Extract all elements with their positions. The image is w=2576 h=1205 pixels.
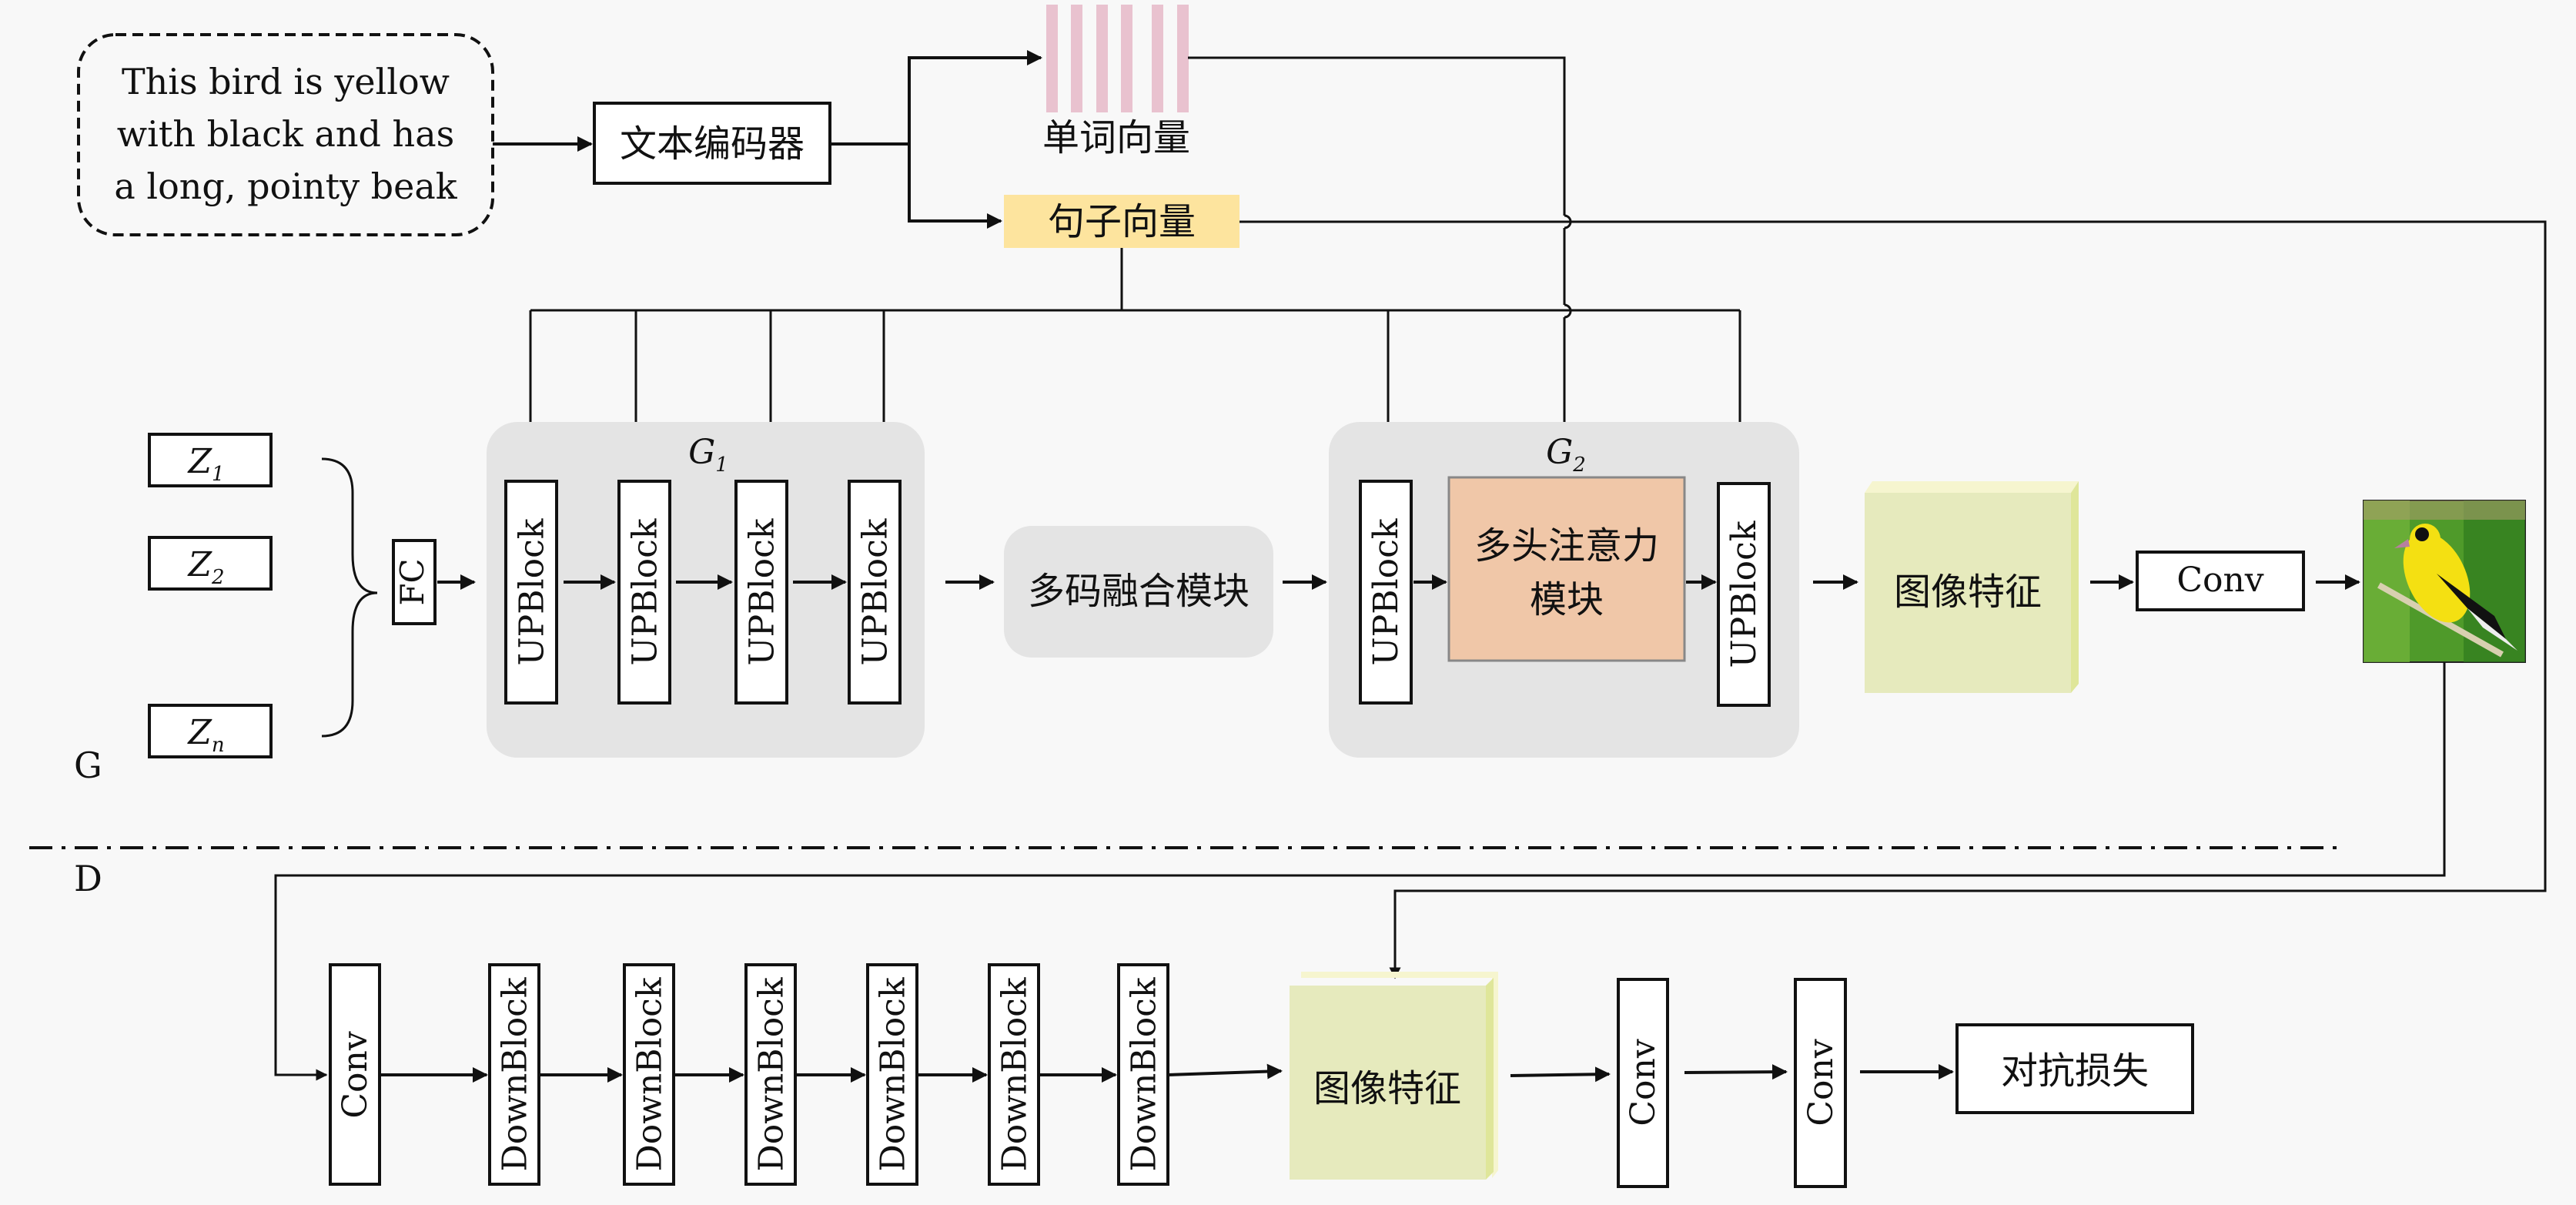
noise-brace bbox=[321, 457, 378, 738]
g2-upblock-2: UPBlock bbox=[1717, 482, 1771, 707]
down-block: DownBlock bbox=[744, 963, 797, 1186]
arrow-to-word-vectors bbox=[908, 50, 1042, 144]
generator-section-label: G bbox=[74, 745, 102, 786]
g1-upblock: UPBlock bbox=[617, 480, 671, 705]
sentence-vector-box: 句子向量 bbox=[1004, 195, 1239, 248]
g1-upblocks: UPBlock UPBlock UPBlock UPBlock bbox=[504, 480, 902, 705]
g1-upblock-label: UPBlock bbox=[512, 518, 551, 665]
attention-label-line2: 模块 bbox=[1530, 578, 1604, 621]
attention-label-line1: 多头注意力 bbox=[1474, 524, 1659, 567]
sentence-bus-drops bbox=[529, 310, 1741, 422]
svg-text:Conv: Conv bbox=[336, 1031, 375, 1118]
noise-input-z2: Z2 bbox=[148, 536, 273, 591]
generated-bird-image bbox=[2363, 500, 2526, 663]
input-text-line: with black and has bbox=[117, 113, 454, 155]
down-block-label: DownBlock bbox=[995, 977, 1034, 1171]
word-vectors-label: 单词向量 bbox=[1042, 116, 1190, 159]
down-block: DownBlock bbox=[623, 963, 675, 1186]
input-text-line: a long, pointy beak bbox=[114, 166, 457, 207]
word-vector-bar bbox=[1177, 5, 1189, 112]
down-block-label: DownBlock bbox=[630, 977, 669, 1171]
svg-text:Conv: Conv bbox=[1624, 1039, 1663, 1126]
g1-upblock: UPBlock bbox=[734, 480, 788, 705]
d-conv-2: Conv bbox=[1794, 978, 1847, 1188]
down-block: DownBlock bbox=[988, 963, 1040, 1186]
arrow-feature-to-conv bbox=[1510, 1066, 1611, 1083]
down-block-arrows bbox=[380, 1063, 1283, 1083]
word-vectors bbox=[1046, 5, 1189, 112]
svg-text:Z2: Z2 bbox=[186, 545, 224, 589]
adversarial-loss-box: 对抗损失 bbox=[1955, 1023, 2194, 1114]
svg-text:Conv: Conv bbox=[1802, 1039, 1841, 1126]
arrow-to-sentence-vector bbox=[908, 144, 1002, 229]
down-block-label: DownBlock bbox=[495, 977, 534, 1171]
g1-panel: G1 bbox=[487, 422, 925, 758]
d-image-feature-label: 图像特征 bbox=[1313, 1067, 1461, 1110]
g1-upblock-label: UPBlock bbox=[625, 518, 664, 665]
g1-upblock-label: UPBlock bbox=[855, 518, 895, 665]
down-block: DownBlock bbox=[866, 963, 918, 1186]
noise-input-zn: Zn bbox=[148, 704, 273, 758]
bird-to-discriminator-line bbox=[274, 662, 2446, 1081]
arrow-conv-to-conv bbox=[1684, 1064, 1788, 1080]
down-block: DownBlock bbox=[488, 963, 540, 1186]
d-conv-1: Conv bbox=[1617, 978, 1669, 1188]
g1-upblock-label: UPBlock bbox=[742, 518, 781, 665]
d-conv-in: Conv bbox=[329, 963, 381, 1186]
attention-module: 多头注意力 模块 bbox=[1447, 476, 1686, 662]
svg-text:G1: G1 bbox=[688, 433, 728, 477]
word-vector-bar bbox=[1096, 5, 1108, 112]
fc-label: FC bbox=[393, 558, 431, 605]
svg-text:Z1: Z1 bbox=[186, 442, 224, 486]
discriminator-section-label: D bbox=[74, 858, 102, 899]
input-text-line: This bird is yellow bbox=[122, 61, 450, 102]
word-vector-bar bbox=[1152, 5, 1163, 112]
svg-text:G2: G2 bbox=[1546, 433, 1586, 477]
sentence-vector-to-discriminator-line bbox=[1239, 220, 2547, 979]
svg-text:Zn: Zn bbox=[186, 713, 224, 757]
fc-box: FC bbox=[392, 539, 437, 625]
text-encoder-box: 文本编码器 bbox=[593, 102, 831, 185]
down-block-label: DownBlock bbox=[873, 977, 912, 1171]
g-image-feature-label: 图像特征 bbox=[1894, 571, 2042, 614]
svg-text:UPBlock: UPBlock bbox=[1367, 518, 1406, 665]
g1-upblock: UPBlock bbox=[504, 480, 558, 705]
down-block-label: DownBlock bbox=[1124, 977, 1163, 1171]
word-vector-bar bbox=[1121, 5, 1132, 112]
svg-text:UPBlock: UPBlock bbox=[1725, 520, 1764, 668]
adversarial-loss-label: 对抗损失 bbox=[2001, 1049, 2149, 1093]
g1-upblock: UPBlock bbox=[848, 480, 902, 705]
g2-upblock-1: UPBlock bbox=[1359, 480, 1413, 705]
text-encoder-label: 文本编码器 bbox=[620, 122, 805, 166]
word-vector-bar bbox=[1071, 5, 1082, 112]
d-image-feature: 图像特征 bbox=[1290, 972, 1498, 1180]
g-image-feature: 图像特征 bbox=[1865, 481, 2079, 693]
word-vector-line bbox=[1188, 56, 1566, 216]
arrow bbox=[1167, 1063, 1283, 1079]
fusion-module: 多码融合模块 bbox=[1004, 526, 1273, 658]
sentence-vector-label: 句子向量 bbox=[1048, 200, 1196, 243]
down-block: DownBlock bbox=[1117, 963, 1169, 1186]
g-conv-box: Conv bbox=[2136, 551, 2305, 611]
down-block-label: DownBlock bbox=[751, 977, 791, 1171]
down-blocks: DownBlock DownBlock DownBlock DownBlock Down… bbox=[488, 963, 1169, 1186]
g-conv-label: Conv bbox=[2176, 561, 2263, 600]
word-vector-bar bbox=[1046, 5, 1058, 112]
noise-input-z1: Z1 bbox=[148, 433, 273, 487]
fusion-module-label: 多码融合模块 bbox=[1028, 570, 1250, 613]
input-text-box: This bird is yellow with black and has a… bbox=[77, 33, 494, 236]
